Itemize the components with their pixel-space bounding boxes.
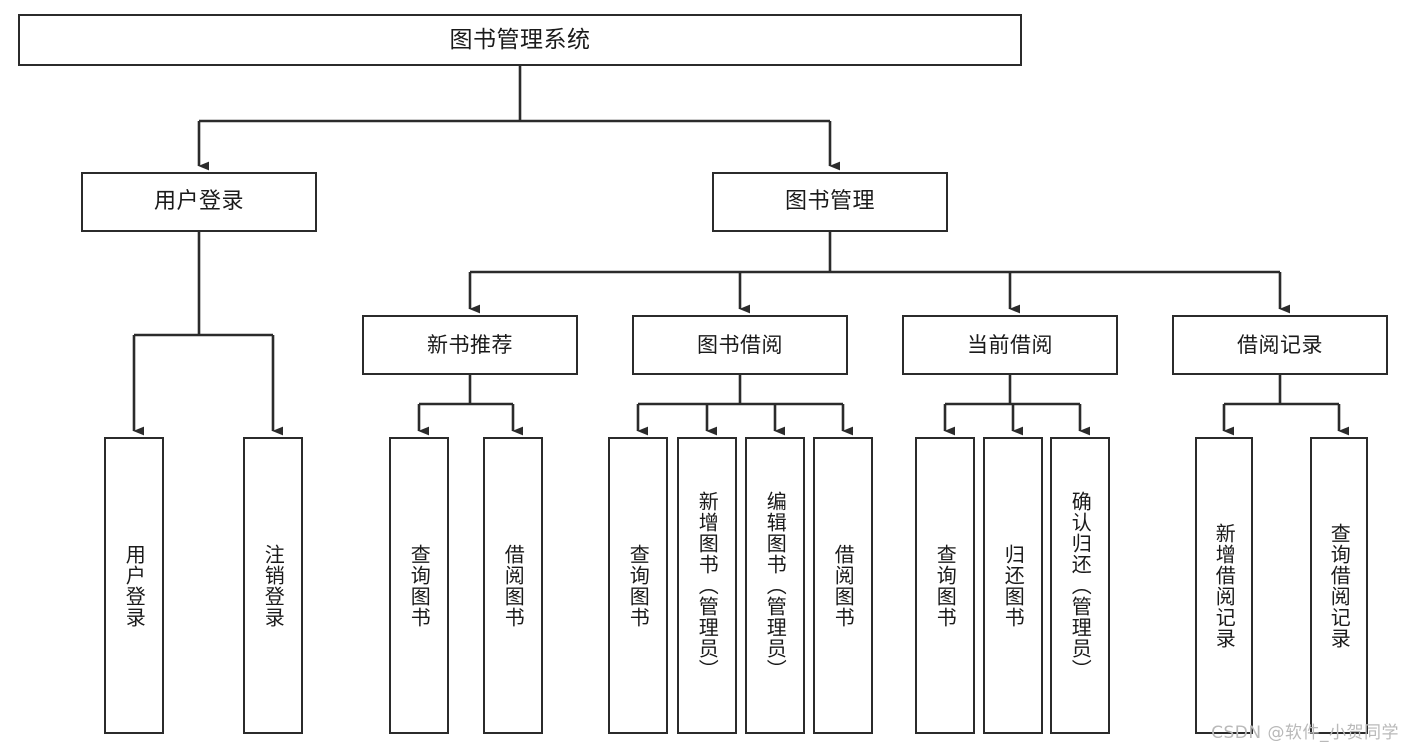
node-label: 注销登录 [261,543,286,628]
leaf-edit-book-admin[interactable]: 编辑图书（管理员） [745,437,805,734]
leaf-query-book-current[interactable]: 查询图书 [915,437,975,734]
node-label: 当前借阅 [967,332,1053,357]
node-new-book-recommend[interactable]: 新书推荐 [362,315,578,375]
node-label: 图书借阅 [697,332,783,357]
leaf-query-borrow-record[interactable]: 查询借阅记录 [1310,437,1368,734]
node-label: 借阅图书 [831,543,856,628]
node-label: 新增借阅记录 [1212,522,1237,649]
node-label: 查询图书 [626,543,651,628]
leaf-user-login[interactable]: 用户登录 [104,437,164,734]
leaf-add-borrow-record[interactable]: 新增借阅记录 [1195,437,1253,734]
leaf-confirm-return-admin[interactable]: 确认归还（管理员） [1050,437,1110,734]
node-borrow-record[interactable]: 借阅记录 [1172,315,1388,375]
node-label: 新增图书（管理员） [695,491,720,680]
leaf-logout[interactable]: 注销登录 [243,437,303,734]
node-label: 图书管理 [784,189,875,215]
node-book-borrow[interactable]: 图书借阅 [632,315,848,375]
node-label: 图书管理系统 [449,26,591,53]
node-label: 查询图书 [407,543,432,628]
node-current-borrow[interactable]: 当前借阅 [902,315,1118,375]
node-label: 借阅图书 [501,543,526,628]
leaf-borrow-book[interactable]: 借阅图书 [813,437,873,734]
node-label: 查询图书 [933,543,958,628]
node-label: 用户登录 [122,543,147,628]
leaf-borrow-book-recommend[interactable]: 借阅图书 [483,437,543,734]
leaf-query-book-recommend[interactable]: 查询图书 [389,437,449,734]
node-root-book-management-system[interactable]: 图书管理系统 [18,14,1022,66]
node-label: 确认归还（管理员） [1068,491,1093,680]
leaf-return-book[interactable]: 归还图书 [983,437,1043,734]
node-label: 用户登录 [153,189,244,215]
node-label: 新书推荐 [427,332,513,357]
node-label: 借阅记录 [1237,332,1323,357]
node-book-management[interactable]: 图书管理 [712,172,948,232]
node-user-login[interactable]: 用户登录 [81,172,317,232]
leaf-query-book-borrow[interactable]: 查询图书 [608,437,668,734]
node-label: 查询借阅记录 [1327,522,1352,649]
node-label: 编辑图书（管理员） [763,491,788,680]
leaf-add-book-admin[interactable]: 新增图书（管理员） [677,437,737,734]
node-label: 归还图书 [1001,543,1026,628]
